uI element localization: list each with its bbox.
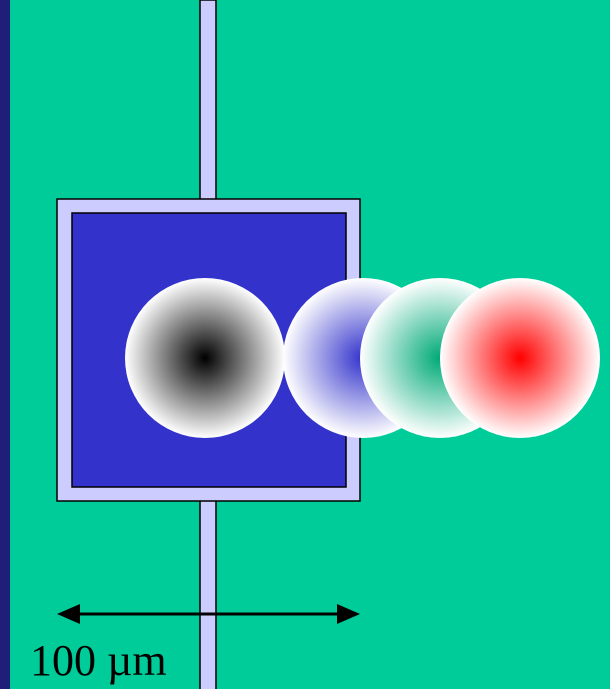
black-spot: [125, 278, 285, 438]
red-spot: [440, 278, 600, 438]
top-channel: [200, 0, 216, 200]
bottom-channel: [200, 500, 216, 689]
scale-bar-label: 100 µm: [30, 636, 167, 686]
